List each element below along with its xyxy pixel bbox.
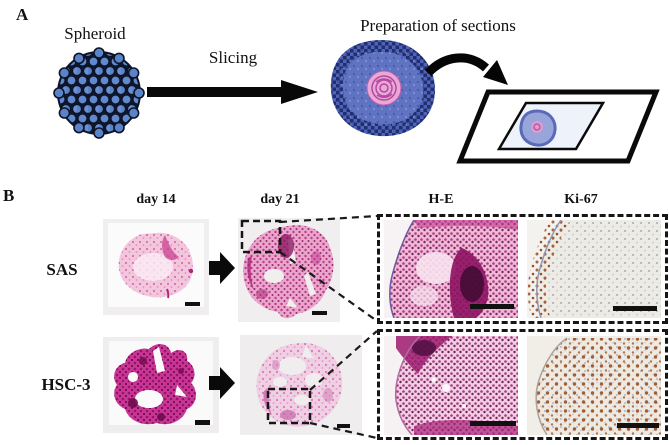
sas-progression-arrow [209,252,235,284]
column-header-day21: day 21 [260,192,300,207]
scale-bar [185,302,200,306]
spheroid-illustration [53,47,145,139]
scale-bar [470,421,516,426]
core-spiral [371,75,397,101]
scale-bar [613,306,657,311]
sas-roi-rect [240,219,282,254]
sliced-spheroid-illustration [330,39,435,137]
row-label-sas: SAS [46,260,78,279]
scale-bar [195,420,210,425]
scale-bar [337,424,350,428]
glass-slide-illustration [456,89,660,164]
sas-he-closeup [384,220,518,318]
scale-bar [312,311,327,315]
sas-day14-micrograph [103,219,209,315]
panel-a-illustration [53,39,660,164]
hsc3-ki67-closeup [527,336,661,435]
slicing-arrow [147,80,318,104]
hsc3-he-closeup [384,336,518,435]
curved-arrow [424,53,508,85]
sas-day21-micrograph [238,218,340,322]
column-header-he: H-E [428,192,454,207]
row-label-hsc3: HSC-3 [41,375,91,394]
hsc3-day14-micrograph [103,337,219,433]
spheroid-caption: Spheroid [64,24,126,43]
hsc3-roi-rect [266,387,312,425]
sas-ki67-closeup [527,220,661,318]
slide-section-illustration [519,109,557,147]
scale-bar [617,423,659,428]
scale-bar [470,304,514,309]
column-header-day14: day 14 [136,192,176,207]
column-header-ki67: Ki-67 [564,192,598,207]
panel-b-label: B [3,186,15,205]
hsc3-day21-micrograph [240,335,362,435]
sections-caption: Preparation of sections [360,16,516,35]
slicing-caption: Slicing [208,48,258,67]
panel-a-label: A [16,5,29,24]
hsc3-progression-arrow [209,367,235,399]
